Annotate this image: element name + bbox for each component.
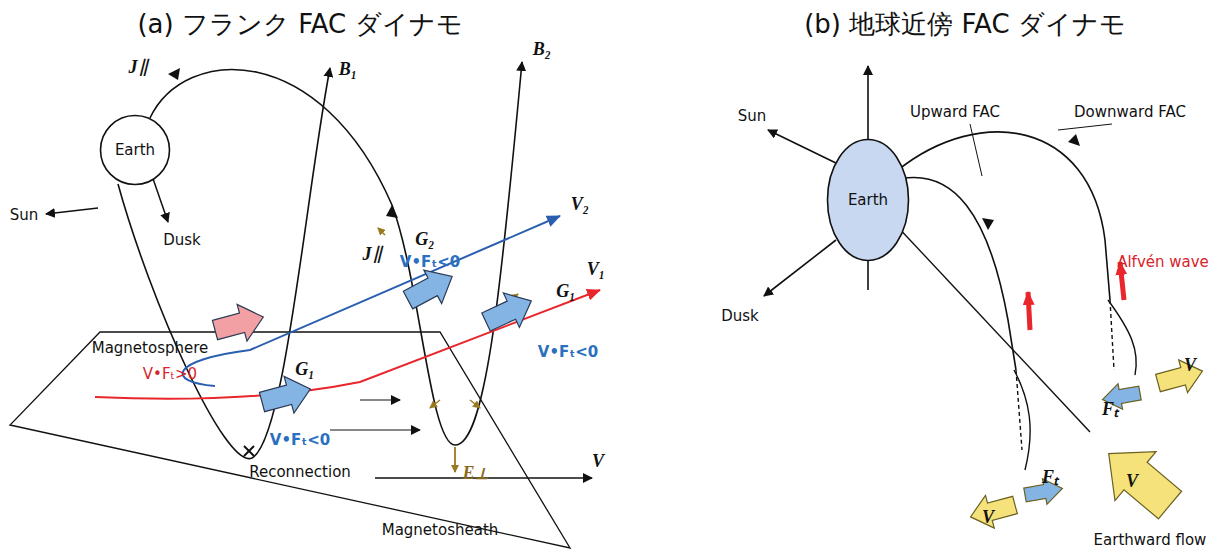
- force-label: Fₜ: [1102, 400, 1118, 420]
- current-label: J∥: [129, 58, 148, 78]
- e-field-arrow: [454, 447, 456, 472]
- region-label: G₂: [415, 230, 434, 250]
- field-label: B₂: [533, 40, 551, 60]
- leader-line: [1058, 124, 1112, 130]
- dashed-line: [1110, 300, 1114, 370]
- flow-arrows: [966, 355, 1207, 534]
- flow-label: Earthward flow: [1094, 532, 1207, 549]
- direction-label: Dusk: [721, 308, 759, 325]
- energy-condition: V•Fₜ>0: [143, 366, 197, 383]
- energy-condition: V•Fₜ<0: [400, 254, 460, 271]
- e-field-arrow: [470, 400, 480, 408]
- node-text: Earth: [848, 191, 888, 209]
- node-text: Earth: [115, 141, 155, 159]
- flow-line: [183, 216, 560, 386]
- velocity-label: V: [982, 508, 994, 528]
- heading: (a) フランク FAC ダイナモ: [137, 10, 462, 39]
- current-arrowhead: [1068, 134, 1080, 146]
- e-field-label: E⊥: [462, 464, 489, 484]
- current-arrowhead: [982, 218, 994, 230]
- current-label: J∥: [363, 245, 382, 265]
- region-label: G₁: [556, 282, 575, 302]
- flow-arrow: [360, 400, 400, 401]
- region-name: Magnetosheath: [382, 522, 499, 539]
- direction-label: Dusk: [163, 232, 201, 249]
- velocity-label: V: [1184, 356, 1196, 376]
- dusk-arrow: [764, 240, 836, 296]
- flow-arrow: [330, 430, 420, 431]
- velocity-label: V₁: [587, 260, 605, 280]
- sun-arrow: [46, 208, 98, 214]
- heading: (b) 地球近傍 FAC ダイナモ: [804, 10, 1126, 39]
- current-arrowhead: [386, 205, 398, 218]
- current-arrowhead: [168, 68, 180, 80]
- direction-label: Sun: [738, 108, 767, 125]
- energy-condition: V•Fₜ<0: [538, 344, 598, 361]
- dashed-line: [1016, 370, 1022, 450]
- sun-arrow: [768, 130, 840, 165]
- boundary-plane: [10, 332, 570, 548]
- flow-line: [880, 208, 1090, 432]
- alfven-arrow: [1028, 292, 1030, 330]
- region-label: G₁: [295, 360, 314, 380]
- direction-label: Sun: [10, 207, 39, 224]
- reconnection-x: [244, 446, 254, 456]
- force-label: Fₜ: [1042, 468, 1058, 488]
- fac-label: Upward FAC: [910, 104, 1000, 121]
- field-label: B₁: [339, 60, 357, 80]
- e-field-arrow: [378, 228, 385, 235]
- reconnection-label: Reconnection: [249, 464, 351, 481]
- energy-condition: V•Fₜ<0: [270, 432, 330, 449]
- e-field-arrow: [430, 400, 440, 408]
- field-line: [1014, 370, 1030, 470]
- velocity-label: V: [592, 452, 604, 472]
- wave-label: Alfvén wave: [1117, 254, 1209, 271]
- velocity-label: V₂: [571, 195, 589, 215]
- leader-line: [970, 124, 982, 176]
- region-name: Magnetosphere: [92, 340, 209, 357]
- field-line: [150, 62, 522, 445]
- force-arrows: [210, 260, 539, 421]
- field-line: [1108, 300, 1136, 375]
- earth-node: Earth: [99, 114, 171, 186]
- earth-node: Earth: [826, 138, 910, 262]
- fac-label: Downward FAC: [1074, 104, 1186, 121]
- downward-fac-line: [898, 132, 1110, 300]
- velocity-label: V: [1126, 472, 1138, 492]
